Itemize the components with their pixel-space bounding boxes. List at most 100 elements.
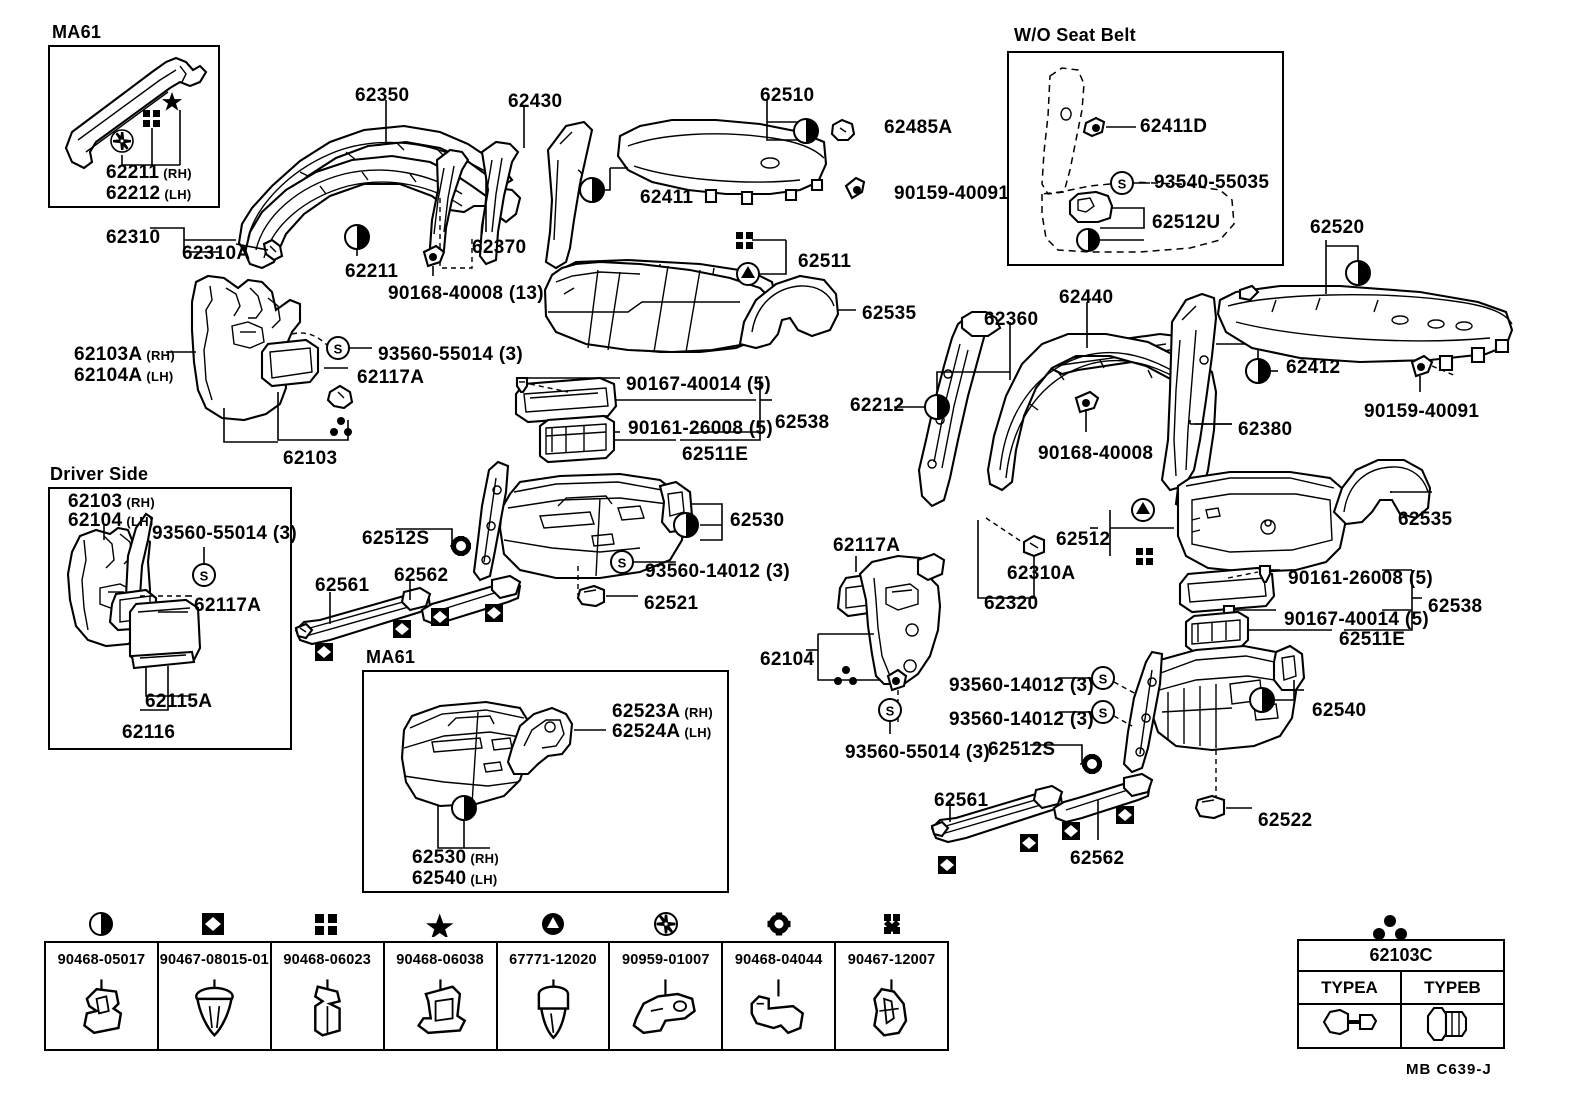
callout-62535: 62535 xyxy=(1398,509,1453,530)
callout-62511e: 62511E xyxy=(682,444,749,465)
panel-title-wo-seat-belt: W/O Seat Belt xyxy=(1014,25,1136,45)
panel-ma61-bottom xyxy=(362,670,729,893)
callout-62561: 62561 xyxy=(934,790,989,811)
type-table-col-b: TYPEB xyxy=(1424,977,1481,997)
legend-code: 67771-12020 xyxy=(509,952,597,968)
ma61-top-lh-suffix: (LH) xyxy=(164,187,192,202)
callout-62350: 62350 xyxy=(355,85,410,106)
ma61-top-lh-number: 62212 xyxy=(106,183,161,204)
ma61-top-part-rh: 62211(RH) xyxy=(106,163,192,183)
legend-code: 90467-12007 xyxy=(847,952,936,968)
driver-side-rh-number: 62103 xyxy=(68,491,123,512)
left-quarter-rh-number: 62103A xyxy=(74,344,143,365)
ma61-bottom-lh-number: 62524A xyxy=(612,721,681,742)
ma61-bottom-62523a: 62523A(RH) xyxy=(612,702,713,722)
callout-62540: 62540 xyxy=(1312,700,1367,721)
callout-62512s: 62512S xyxy=(988,739,1056,760)
callout-62310a: 62310A xyxy=(1007,563,1076,584)
callout-62561: 62561 xyxy=(315,575,370,596)
legend-clip-image xyxy=(272,977,383,1045)
callout-90159-40091: 90159-40091 xyxy=(894,183,1010,204)
callout-62538: 62538 xyxy=(1428,596,1483,617)
callout-62104: 62104 xyxy=(760,649,815,670)
callout-62104a-lh: 62104A(LH) xyxy=(74,366,174,386)
type-table-header-row: TYPEA TYPEB xyxy=(1299,972,1503,1005)
ma61-bottom-62524a: 62524A(LH) xyxy=(612,722,712,742)
type-table-col-a: TYPEA xyxy=(1299,972,1402,1003)
callout-62380: 62380 xyxy=(1238,419,1293,440)
callout-62310: 62310 xyxy=(106,227,161,248)
callout-62440: 62440 xyxy=(1059,287,1114,308)
callout-62512u: 62512U xyxy=(1152,212,1221,233)
legend-cell-90468-04044: 90468-04044 xyxy=(723,943,837,1049)
callout-62530: 62530 xyxy=(730,510,785,531)
legend-clip-image xyxy=(723,977,834,1045)
svg-text:S: S xyxy=(618,556,627,571)
ma61-bottom-base-lh-number: 62540 xyxy=(412,868,467,889)
clover-icon xyxy=(875,911,909,937)
callout-90159-40091: 90159-40091 xyxy=(1364,401,1480,422)
ma61-top-part-lh: 62212(LH) xyxy=(106,184,192,204)
left-quarter-rh-suffix: (RH) xyxy=(146,348,175,363)
star-icon xyxy=(423,911,457,940)
panel-driver-side xyxy=(48,487,292,750)
ma61-top-rh-number: 62211 xyxy=(106,162,160,183)
type-table: 62103C TYPEA TYPEB xyxy=(1297,939,1505,1049)
callout-62562: 62562 xyxy=(1070,848,1125,869)
callout-90167-40014-5: 90167-40014 (5) xyxy=(626,374,771,395)
ma61-top-rh-suffix: (RH) xyxy=(163,166,192,181)
three-dot-icon xyxy=(1373,915,1407,940)
callout-62512: 62512 xyxy=(1056,529,1111,550)
triangle-circle-icon xyxy=(536,911,570,937)
driver-side-lh-number: 62104 xyxy=(68,510,123,531)
left-quarter-lh-suffix: (LH) xyxy=(146,369,174,384)
callout-93560-55014-3: 93560-55014 (3) xyxy=(845,742,990,763)
type-table-img-a xyxy=(1299,1005,1402,1047)
callout-62103a-rh: 62103A(RH) xyxy=(74,345,175,365)
driver-side-62116: 62116 xyxy=(122,722,176,743)
legend-code: 90468-04044 xyxy=(734,952,823,968)
callout-90168-40008-13: 90168-40008 (13) xyxy=(388,283,544,304)
callout-93560-14012-3: 93560-14012 (3) xyxy=(949,675,1094,696)
type-table-image-row xyxy=(1299,1005,1503,1047)
ma61-bottom-base-lh-suffix: (LH) xyxy=(470,872,498,887)
legend-cell-67771-12020: 67771-12020 xyxy=(498,943,611,1049)
legend-code: 90467-08015-01 xyxy=(159,952,269,968)
ma61-bottom-base-rh-suffix: (RH) xyxy=(470,851,499,866)
svg-text:S: S xyxy=(1099,672,1108,687)
callout-90161-26008-5: 90161-26008 (5) xyxy=(1288,568,1433,589)
svg-text:S: S xyxy=(1099,706,1108,721)
driver-side-62115a: 62115A xyxy=(145,691,213,712)
legend-cell-90467-12007: 90467-12007 xyxy=(836,943,947,1049)
callout-62521: 62521 xyxy=(644,593,699,614)
legend-code: 90959-01007 xyxy=(621,952,710,968)
ma61-bottom-rh-number: 62523A xyxy=(612,701,681,722)
callout-90167-40014-5: 90167-40014 (5) xyxy=(1284,609,1429,630)
legend-cell-90468-06038: 90468-06038 xyxy=(385,943,498,1049)
callout-62117a: 62117A xyxy=(833,535,901,556)
callout-62360: 62360 xyxy=(984,309,1039,330)
callout-62411d: 62411D xyxy=(1140,116,1208,137)
four-square-icon xyxy=(310,911,344,937)
legend-clip-image xyxy=(46,977,157,1045)
callout-62370: 62370 xyxy=(472,237,527,258)
callout-62117a: 62117A xyxy=(357,367,425,388)
half-circle-icon xyxy=(84,911,118,937)
type-table-title: 62103C xyxy=(1369,945,1433,965)
legend-cell-90959-01007: 90959-01007 xyxy=(610,943,724,1049)
type-table-title-row: 62103C xyxy=(1299,941,1503,972)
ma61-bottom-base-rh-number: 62530 xyxy=(412,847,467,868)
callout-62320: 62320 xyxy=(984,593,1039,614)
type-table-img-b xyxy=(1402,1005,1503,1047)
ma61-bottom-62540: 62540(LH) xyxy=(412,869,498,889)
callout-62310a: 62310A xyxy=(182,243,251,264)
legend-clip-image xyxy=(498,977,609,1045)
svg-text:S: S xyxy=(886,704,895,719)
callout-90168-40008: 90168-40008 xyxy=(1038,443,1154,464)
callout-62535: 62535 xyxy=(862,303,917,324)
legend-cell-90468-06023: 90468-06023 xyxy=(272,943,385,1049)
callout-62562: 62562 xyxy=(394,565,449,586)
legend-cell-90467-08015-01: 90467-08015-01 xyxy=(159,943,272,1049)
driver-side-62117a: 62117A xyxy=(194,595,262,616)
